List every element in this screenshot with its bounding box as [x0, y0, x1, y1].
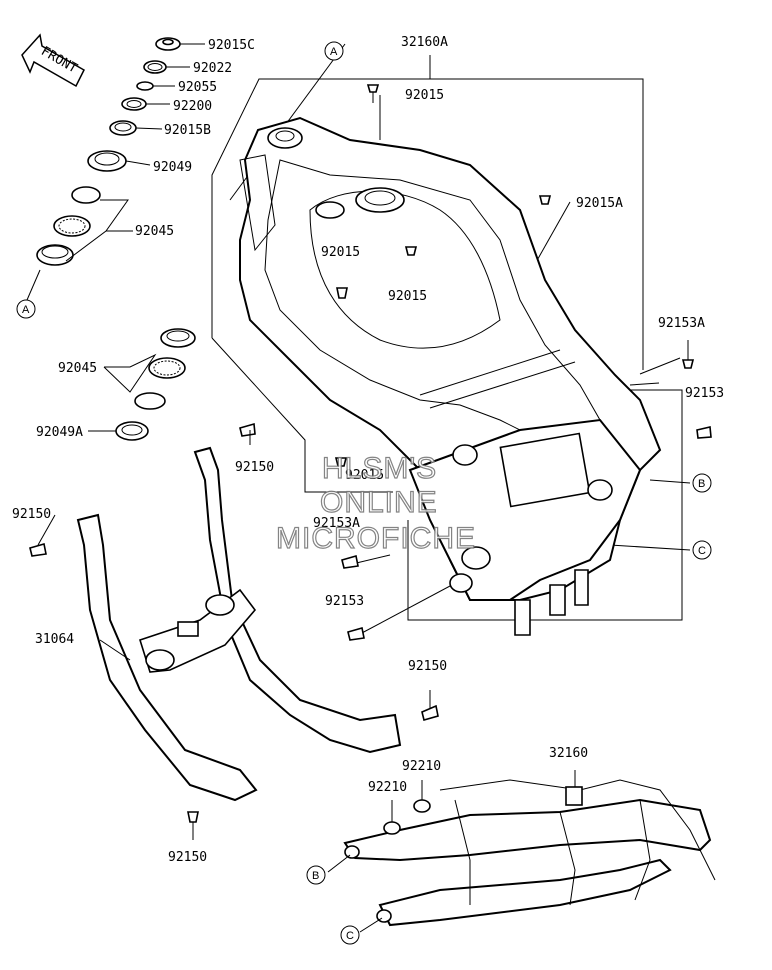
label-32160: 32160 — [549, 746, 588, 761]
label-31064: 31064 — [35, 632, 74, 647]
label-92055: 92055 — [178, 80, 217, 95]
label-92153A-lower: 92153A — [313, 516, 360, 531]
callout-A-top: A — [324, 41, 344, 61]
label-92015-center: 92015 — [388, 289, 427, 304]
label-92045-lower: 92045 — [58, 361, 97, 376]
callout-C-frame: C — [692, 540, 712, 560]
svg-text:C: C — [698, 545, 706, 557]
svg-text:HLSM'S: HLSM'S — [322, 452, 437, 485]
label-92015A: 92015A — [576, 196, 623, 211]
front-arrow-icon: FRONT — [21, 33, 85, 88]
label-92153-lower: 92153 — [325, 594, 364, 609]
svg-text:A: A — [330, 46, 338, 58]
svg-text:B: B — [698, 478, 705, 490]
svg-text:B: B — [312, 870, 319, 882]
label-92049: 92049 — [153, 160, 192, 175]
label-92045-top: 92045 — [135, 224, 174, 239]
label-92210-upper: 92210 — [402, 759, 441, 774]
watermark: HLSM'S ONLINE MICROFICHE — [275, 451, 476, 555]
down-tube-brackets-31064 — [76, 446, 402, 802]
steering-parts-stack — [26, 37, 205, 301]
callout-B-frame: B — [692, 473, 712, 493]
label-92022: 92022 — [193, 61, 232, 76]
left-leader-lines — [37, 430, 431, 708]
label-92015-lower: 92015 — [345, 468, 384, 483]
svg-text:MICROFICHE: MICROFICHE — [276, 522, 476, 555]
label-92150-left: 92150 — [12, 507, 51, 522]
label-92015C: 92015C — [208, 38, 255, 53]
label-92015-top: 92015 — [405, 88, 444, 103]
label-32160A: 32160A — [401, 35, 448, 50]
subframe-32160 — [327, 770, 716, 933]
label-92150-upper: 92150 — [235, 460, 274, 475]
label-92015-mid: 92015 — [321, 245, 360, 260]
label-92210-lower: 92210 — [368, 780, 407, 795]
label-92153A-right: 92153A — [658, 316, 705, 331]
svg-text:A: A — [22, 304, 30, 316]
callout-C-subframe: C — [340, 925, 360, 945]
part-labels: 92015C 92022 92055 92200 92015B 92049 92… — [12, 35, 724, 865]
main-frame-32160A — [239, 116, 662, 636]
callout-A-left: A — [16, 299, 36, 319]
bolt-icons — [29, 84, 712, 840]
label-92015B: 92015B — [164, 123, 211, 138]
label-92049A: 92049A — [36, 425, 83, 440]
svg-text:C: C — [346, 930, 354, 942]
label-92153-right: 92153 — [685, 386, 724, 401]
label-92200: 92200 — [173, 99, 212, 114]
label-92150-right: 92150 — [408, 659, 447, 674]
svg-text:ONLINE: ONLINE — [320, 486, 438, 519]
callout-B-subframe: B — [306, 865, 326, 885]
lower-bearing-set — [88, 328, 196, 441]
label-92150-bottom: 92150 — [168, 850, 207, 865]
